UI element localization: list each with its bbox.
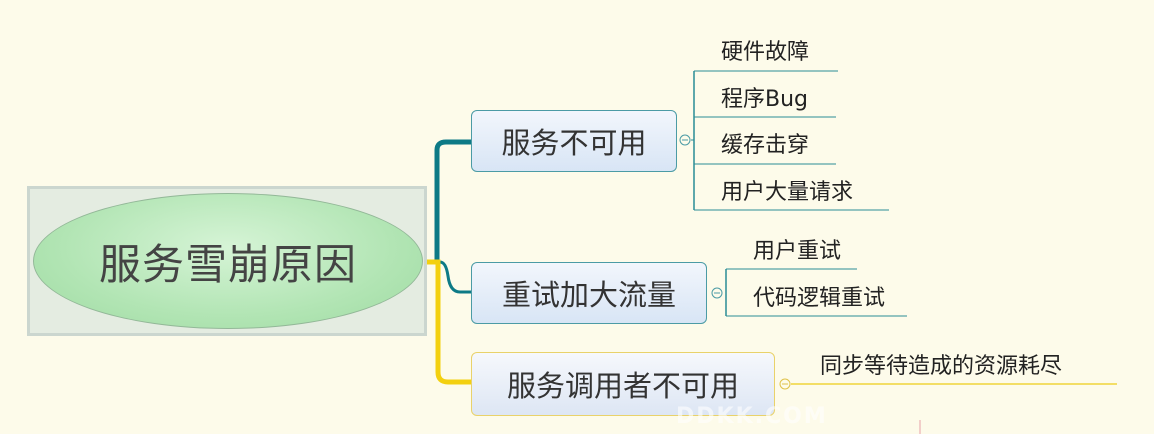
branch-caller-unavailable[interactable]: 服务调用者不可用 xyxy=(471,352,775,416)
collapse-toggle-icon[interactable] xyxy=(711,287,723,299)
leaf-sync-wait-resource-exhaustion: 同步等待造成的资源耗尽 xyxy=(820,354,1063,379)
leaf-lines-branch-2 xyxy=(725,268,907,317)
leaf-program-bug: 程序Bug xyxy=(721,87,809,112)
branch-label: 服务不可用 xyxy=(501,126,647,160)
leaf-user-retry: 用户重试 xyxy=(753,239,842,264)
branch-label: 服务调用者不可用 xyxy=(506,369,739,403)
branch-service-unavailable[interactable]: 服务不可用 xyxy=(471,110,677,172)
leaf-lines-branch-1 xyxy=(691,70,889,211)
leaf-hardware-failure: 硬件故障 xyxy=(721,40,810,65)
connector-branch-2 xyxy=(427,260,471,294)
watermark: DDKK.COM xyxy=(676,404,828,429)
connector-branch-1 xyxy=(427,139,471,265)
branch-label: 重试加大流量 xyxy=(501,278,676,312)
collapse-toggle-icon[interactable] xyxy=(779,378,791,390)
leaf-cache-penetration: 缓存击穿 xyxy=(721,133,810,158)
collapse-toggle-icon[interactable] xyxy=(679,134,691,146)
leaf-code-logic-retry: 代码逻辑重试 xyxy=(753,286,886,311)
branch-retry-traffic[interactable]: 重试加大流量 xyxy=(471,262,707,324)
connector-branch-3 xyxy=(427,259,471,385)
central-topic[interactable]: 服务雪崩原因 xyxy=(33,193,423,329)
central-topic-label: 服务雪崩原因 xyxy=(98,239,357,289)
leaf-heavy-user-requests: 用户大量请求 xyxy=(721,180,854,205)
